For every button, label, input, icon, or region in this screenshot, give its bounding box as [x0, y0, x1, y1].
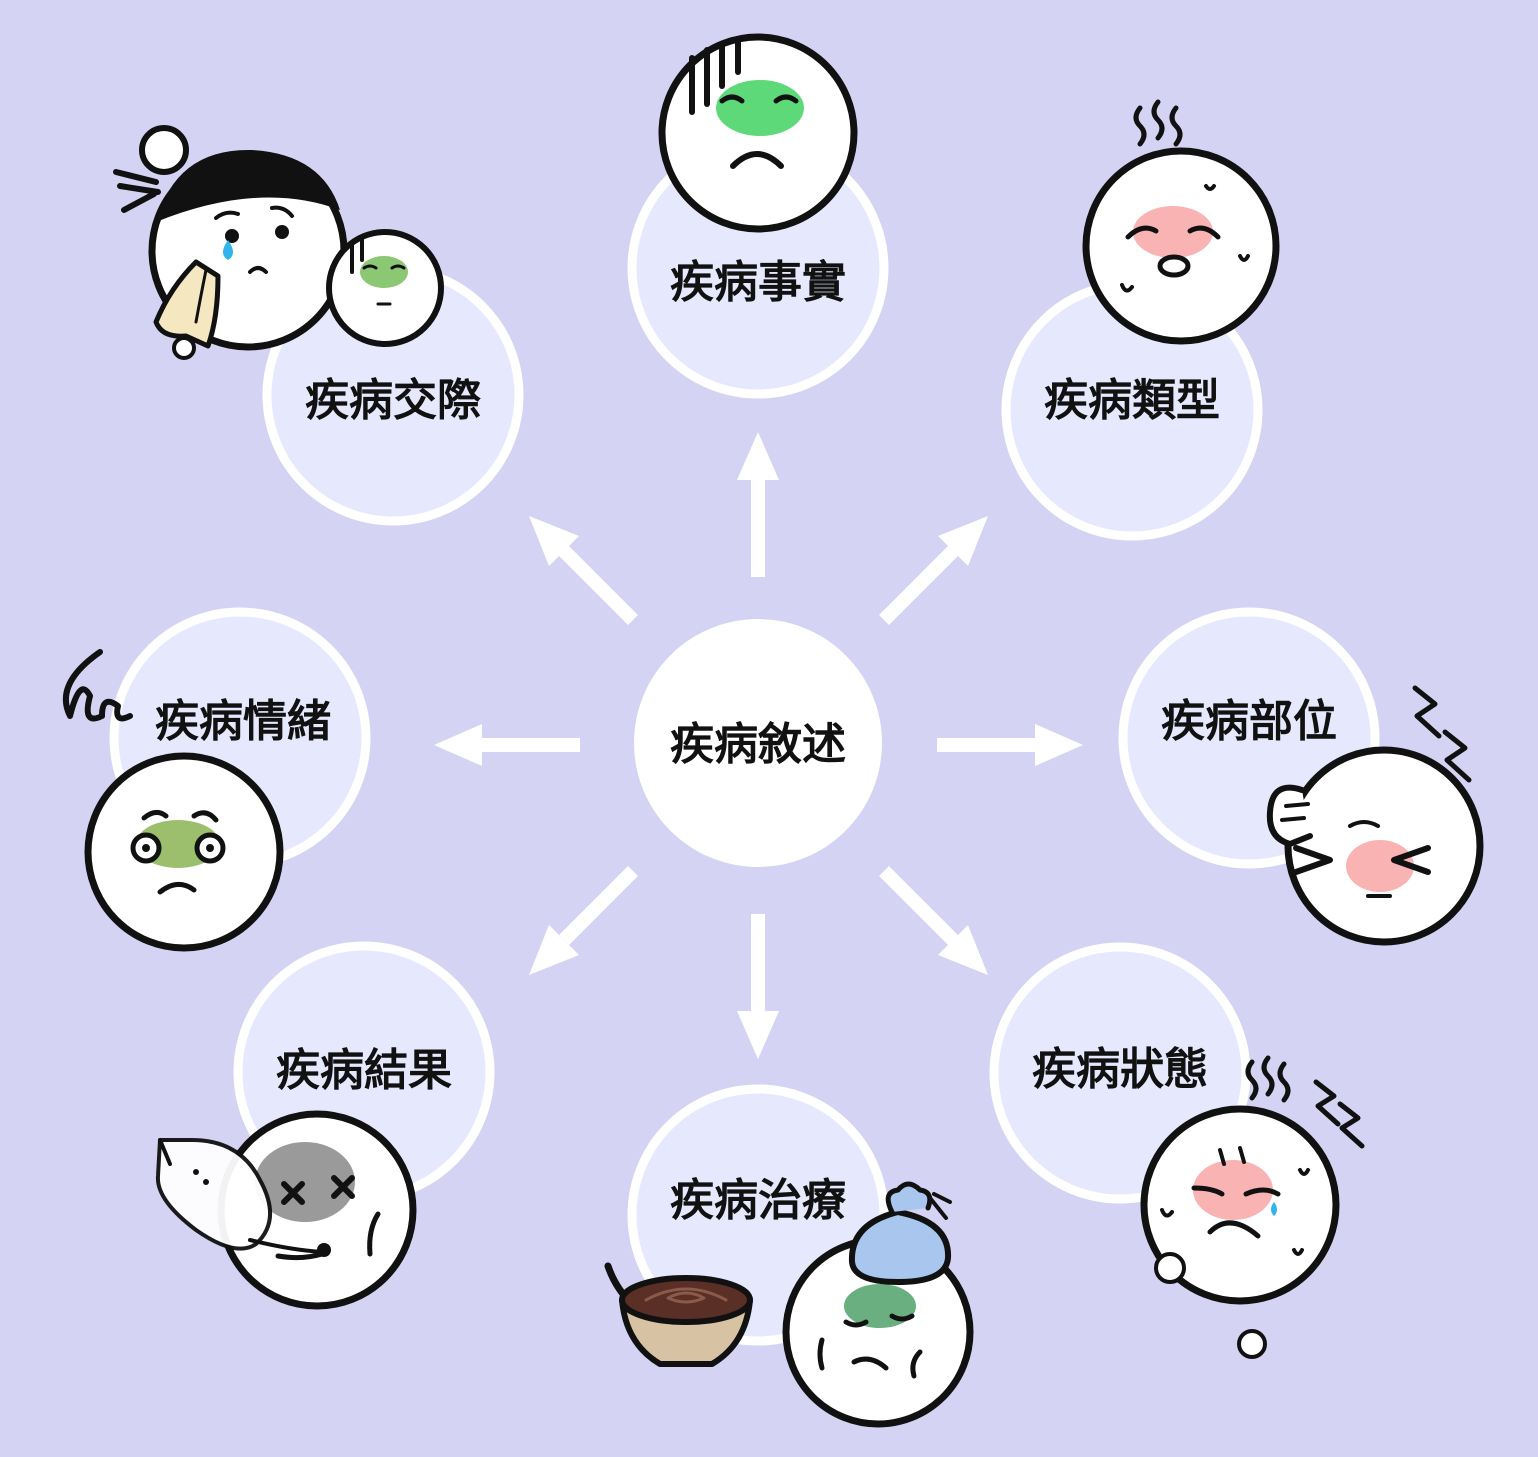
- node-treatment-label: 疾病治療: [670, 1175, 846, 1226]
- knocked-out-face-icon: [217, 1110, 417, 1310]
- arrow-up: [737, 432, 779, 577]
- small-sick-child-icon: [326, 229, 444, 347]
- arrow-up-left: [529, 516, 638, 625]
- arrow-down-left: [529, 866, 638, 975]
- anxious-face-icon: [62, 649, 284, 952]
- node-state-label: 疾病狀態: [1032, 1044, 1208, 1095]
- crying-mother-icon: [113, 125, 348, 351]
- arrow-down-right: [879, 866, 988, 975]
- ghost-spirit-icon: [155, 1138, 331, 1257]
- node-social-label: 疾病交際: [305, 375, 481, 426]
- node-facts-label: 疾病事實: [670, 257, 846, 308]
- headache-face-icon: [1266, 685, 1484, 946]
- node-emotion-label: 疾病情緒: [155, 696, 331, 747]
- exhausted-sick-face-icon: [1140, 1055, 1365, 1359]
- handkerchief-icon: [153, 259, 221, 360]
- nauseous-face-icon: [658, 33, 858, 233]
- arrow-right: [937, 724, 1083, 766]
- node-outcome-label: 疾病結果: [276, 1045, 452, 1096]
- feverish-sweating-face-icon: [1082, 99, 1280, 345]
- node-type-label: 疾病類型: [1044, 375, 1220, 426]
- center-node: 疾病敘述: [634, 619, 882, 867]
- medicine-bowl-icon: [604, 1262, 753, 1367]
- node-site-label: 疾病部位: [1161, 696, 1337, 747]
- center-label: 疾病敘述: [670, 719, 846, 770]
- arrow-up-right: [879, 516, 988, 625]
- illustrations: [62, 33, 1484, 1428]
- arrows: [434, 432, 1083, 1059]
- ice-bag-face-icon: [782, 1181, 974, 1428]
- arrow-left: [434, 724, 580, 766]
- arrow-down: [737, 914, 779, 1059]
- node-social: 疾病交際: [262, 264, 524, 526]
